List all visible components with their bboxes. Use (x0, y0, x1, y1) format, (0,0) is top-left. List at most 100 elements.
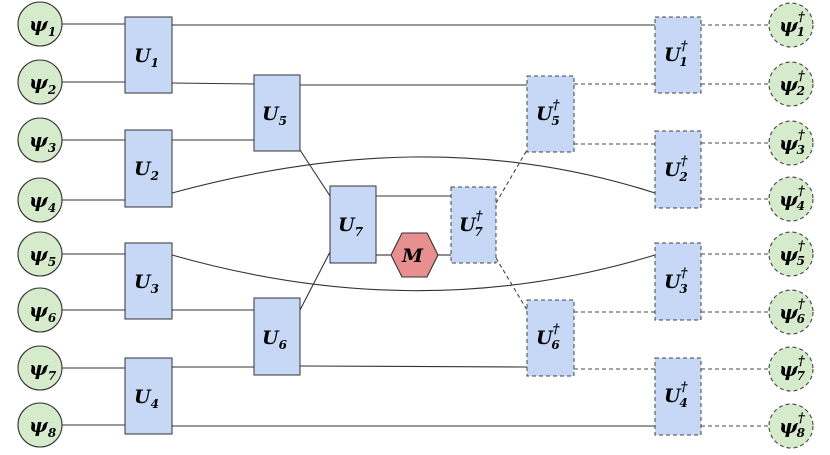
gate-u4: U4 (124, 357, 173, 435)
svg-text:U4: U4 (134, 386, 159, 411)
node-index: 2 (47, 83, 56, 97)
svg-text:ψ8: ψ8 (29, 413, 57, 440)
input-node-psi-1: ψ1 (17, 1, 63, 47)
node-symbol: ψ (29, 12, 49, 36)
input-node-psi-8: ψ8 (17, 402, 63, 448)
gate-symbol: U (459, 214, 477, 236)
node-index: 8 (48, 426, 57, 440)
node-symbol: ψ (29, 128, 49, 152)
node-index: 8 (797, 426, 806, 440)
svg-text:U7: U7 (338, 214, 364, 239)
svg-text:U2: U2 (134, 158, 159, 183)
svg-text:U†5: U†5 (536, 98, 560, 128)
svg-text:ψ†2: ψ†2 (779, 69, 805, 98)
gate-index: 3 (151, 282, 159, 296)
dagger-mark: † (798, 69, 805, 84)
svg-text:ψ6: ψ6 (29, 298, 57, 325)
gate-index: 2 (150, 169, 159, 183)
gate-symbol: U (262, 327, 280, 349)
measurement-label: M (401, 245, 424, 267)
output-node-psi-dagger-3: ψ†3 (768, 120, 814, 166)
input-nodes: ψ1 ψ2 ψ3 ψ4 ψ5 ψ6 ψ7 ψ8 (17, 1, 63, 448)
node-index: 3 (797, 143, 805, 157)
dagger-mark: † (553, 98, 560, 113)
node-symbol: ψ (779, 414, 799, 438)
dagger-mark: † (681, 380, 688, 395)
wire (299, 149, 331, 197)
dagger-mark: † (798, 128, 805, 143)
gate-symbol: U (664, 44, 682, 66)
output-node-psi-dagger-8: ψ†8 (768, 403, 814, 449)
dagger-mark: † (553, 322, 560, 337)
node-index: 5 (797, 254, 805, 268)
dagger-mark: † (798, 10, 805, 25)
svg-text:U†4: U†4 (664, 380, 688, 410)
output-node-psi-dagger-1: ψ†1 (768, 2, 814, 48)
svg-text:ψ4: ψ4 (29, 188, 56, 215)
node-symbol: ψ (779, 72, 799, 96)
input-node-psi-4: ψ4 (17, 177, 63, 223)
node-index: 7 (797, 369, 806, 383)
wire (495, 149, 528, 204)
gate-index: 6 (551, 338, 560, 352)
node-symbol: ψ (29, 188, 49, 212)
output-node-psi-dagger-6: ψ†6 (768, 289, 814, 335)
svg-text:ψ1: ψ1 (29, 12, 56, 39)
output-node-psi-dagger-5: ψ†5 (768, 231, 814, 277)
wire (495, 257, 528, 311)
gate-u7-dagger: U†7 (450, 186, 497, 264)
dagger-mark: † (798, 184, 805, 199)
gate-u7: U7 (329, 185, 377, 264)
dagger-mark: † (681, 266, 688, 281)
node-symbol: ψ (29, 242, 49, 266)
node-symbol: ψ (29, 70, 49, 94)
gate-symbol: U (262, 103, 280, 125)
svg-text:U5: U5 (262, 103, 287, 128)
gate-index: 7 (474, 225, 483, 239)
gate-symbol: U (664, 159, 682, 181)
svg-text:ψ†6: ψ†6 (779, 297, 806, 326)
node-symbol: ψ (779, 187, 799, 211)
input-node-psi-2: ψ2 (17, 59, 63, 105)
gate-symbol: U (134, 158, 152, 180)
svg-text:ψ†5: ψ†5 (779, 239, 805, 268)
gate-u5: U5 (253, 74, 301, 152)
gate-index: 3 (679, 282, 687, 296)
adjoint-gates: U†1 U†5 U†2 U†7 U†3 U†6 U†4 (450, 16, 702, 436)
gate-index: 6 (279, 338, 288, 352)
node-symbol: ψ (29, 413, 49, 437)
gate-symbol: U (536, 327, 554, 349)
input-node-psi-7: ψ7 (17, 345, 63, 391)
gate-symbol: U (664, 271, 682, 293)
node-index: 6 (797, 312, 806, 326)
svg-text:ψ7: ψ7 (29, 356, 57, 383)
node-symbol: ψ (29, 356, 49, 380)
gate-index: 7 (355, 225, 364, 239)
node-index: 4 (48, 201, 56, 215)
gate-u6: U6 (253, 297, 301, 376)
node-symbol: ψ (779, 13, 799, 37)
svg-text:U†2: U†2 (664, 154, 688, 184)
dagger-mark: † (681, 39, 688, 54)
gate-u3: U3 (124, 242, 173, 320)
svg-text:U3: U3 (134, 271, 159, 296)
svg-text:U†1: U†1 (664, 39, 688, 69)
gate-u1: U1 (124, 16, 173, 94)
gate-u1-dagger: U†1 (654, 16, 702, 94)
svg-text:ψ†8: ψ†8 (779, 411, 806, 440)
output-node-psi-dagger-7: ψ†7 (768, 346, 814, 392)
node-index: 1 (797, 25, 805, 39)
node-index: 3 (48, 141, 56, 155)
svg-text:ψ†3: ψ†3 (779, 128, 805, 157)
node-symbol: ψ (779, 131, 799, 155)
node-index: 1 (48, 25, 56, 39)
node-symbol: ψ (779, 357, 799, 381)
svg-text:ψ5: ψ5 (29, 242, 56, 269)
dagger-mark: † (798, 411, 805, 426)
gate-index: 4 (679, 396, 687, 410)
svg-text:ψ†7: ψ†7 (779, 354, 806, 383)
dagger-mark: † (681, 154, 688, 169)
output-nodes: ψ†1 ψ†2 ψ†3 ψ†4 ψ†5 ψ†6 ψ†7 ψ†8 (768, 2, 814, 449)
svg-text:U†6: U†6 (536, 322, 560, 352)
svg-text:ψ3: ψ3 (29, 128, 56, 155)
